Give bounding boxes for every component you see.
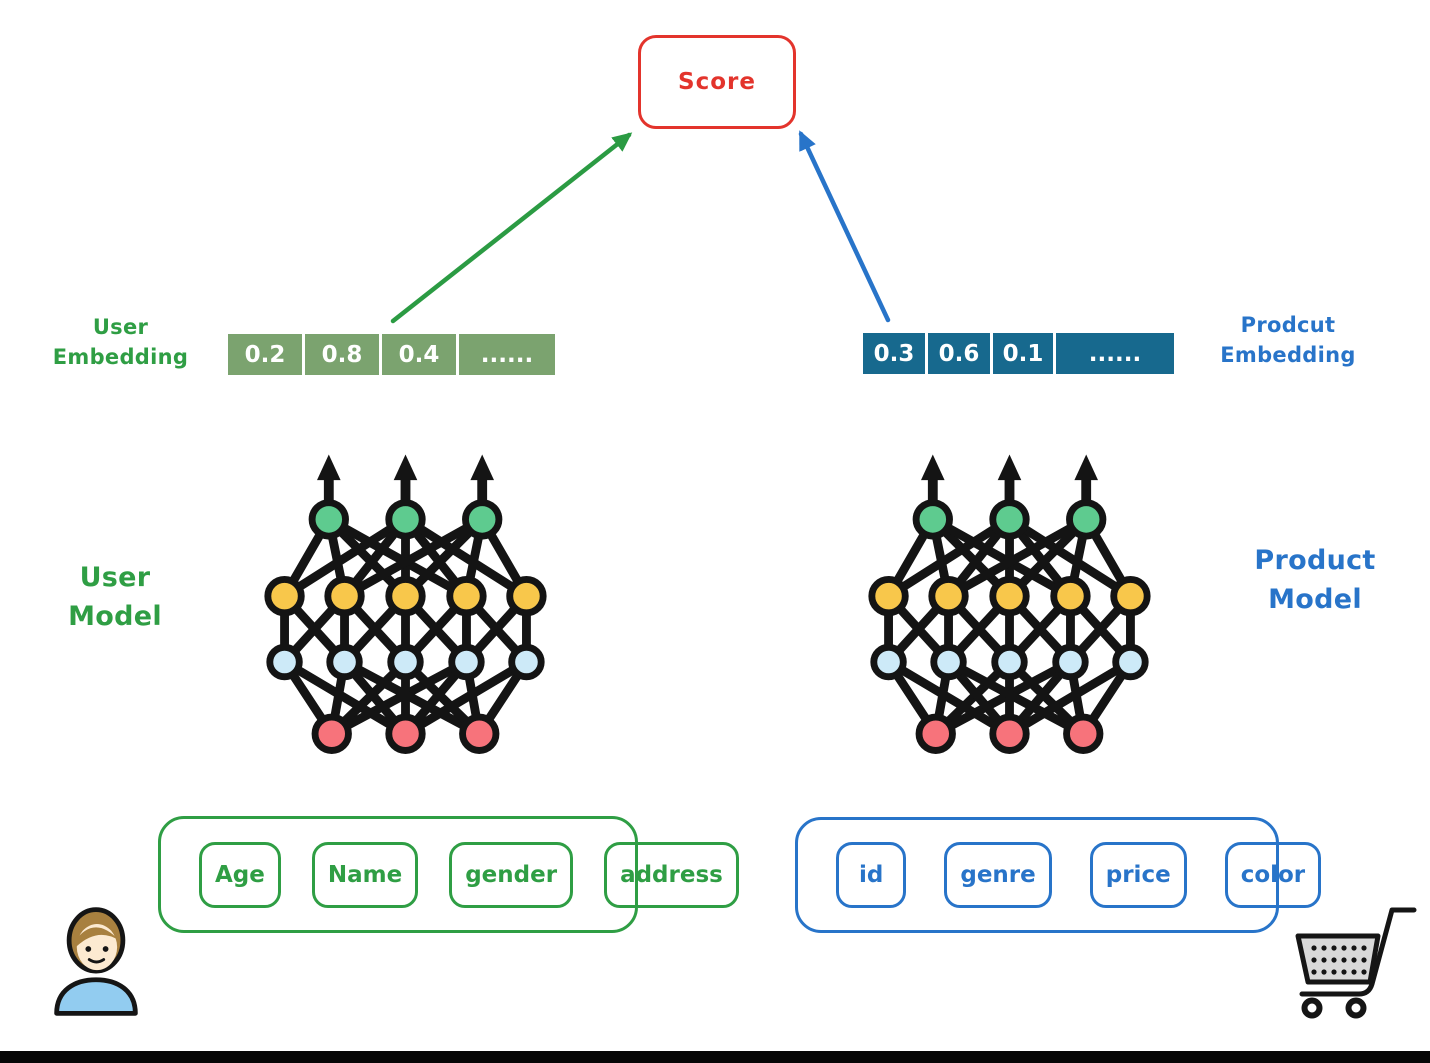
embedding-cell: 0.8 [305,334,379,375]
product-model-label-line1: Product [1254,545,1376,576]
user-features-group: Age Name gender address [158,816,739,933]
embedding-cell: 0.1 [993,333,1053,374]
embedding-cell-ellipsis: ...... [459,334,555,375]
user-embedding-label-line1: User [92,315,149,339]
product-embedding-label-line2: Embedding [1220,343,1356,367]
user-model-label-line1: User [79,562,151,593]
product-features-group: id genre price color [795,817,1322,933]
user-neural-network-icon [258,450,553,756]
user-embedding-label-line2: Embedding [52,345,189,369]
product-neural-network-icon [862,450,1157,756]
feature-box-name: Name [311,841,419,908]
embedding-cell: 0.6 [928,333,990,374]
user-to-score-arrow [390,132,633,324]
shopping-cart-icon [1295,907,1417,1019]
score-label: Score [678,69,756,95]
feature-box-price: price [1089,842,1187,908]
product-model-label-line2: Model [1268,584,1362,615]
feature-box-color: color [1224,842,1322,908]
bottom-bar [0,1051,1430,1063]
person-icon [54,907,138,1016]
product-model-label: Product Model [1240,541,1390,619]
score-box: Score [638,35,796,129]
embedding-cell: 0.2 [228,334,302,375]
feature-box-age: Age [199,841,281,908]
product-embedding-label: Prodcut Embedding [1213,310,1363,370]
user-embedding-vector: 0.2 0.8 0.4 ...... [228,334,555,375]
feature-box-gender: gender [449,841,574,908]
embedding-cell: 0.3 [863,333,925,374]
product-embedding-vector: 0.3 0.6 0.1 ...... [863,333,1174,374]
feature-box-address: address [604,841,739,908]
user-embedding-label: User Embedding [48,312,193,372]
embedding-cell-ellipsis: ...... [1056,333,1174,374]
user-model-label-line2: Model [68,601,162,632]
product-embedding-label-line1: Prodcut [1240,313,1336,337]
product-to-score-arrow [798,130,891,323]
embedding-cell: 0.4 [382,334,456,375]
feature-box-genre: genre [944,842,1052,908]
user-model-label: User Model [50,558,180,636]
feature-box-id: id [836,842,907,908]
